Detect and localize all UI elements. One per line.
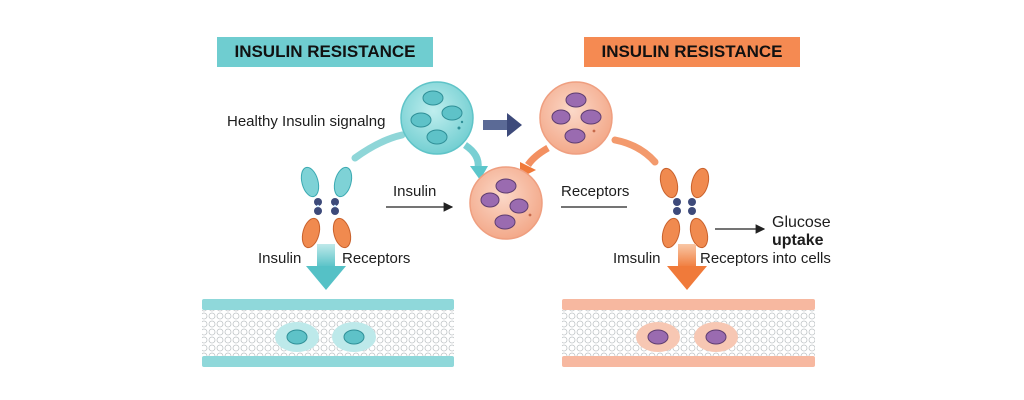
receptors-left-label: Receptors <box>342 250 411 267</box>
center-cell <box>469 166 543 240</box>
healthy-cell-top <box>400 81 474 155</box>
curved-arrows <box>351 131 659 180</box>
receptors-right-label: Receptors into cells <box>700 250 831 267</box>
vessel-right <box>562 299 815 367</box>
receptors-center-label: Receptors <box>561 183 630 200</box>
receptor-left <box>300 166 353 249</box>
uptake-label: uptake <box>772 232 824 249</box>
insulin-center-label: Insulin <box>393 183 437 200</box>
teal-down-arrow <box>306 244 346 290</box>
healthy-signaling-label: Healthy Insulin signalng <box>227 113 386 130</box>
glucose-label: Glucose <box>772 214 831 231</box>
insulin-left-label: Insulin <box>258 250 302 267</box>
vessel-left <box>202 299 454 367</box>
banner-left-title: INSULIN RESISTANCE <box>217 37 433 67</box>
receptor-right <box>659 167 710 249</box>
insulin-right-label: Imsulin <box>613 250 661 267</box>
resistant-cell-top <box>539 81 613 155</box>
orange-down-arrow <box>667 244 707 290</box>
transition-arrow <box>483 113 522 137</box>
banner-right-title: INSULIN RESISTANCE <box>584 37 800 67</box>
